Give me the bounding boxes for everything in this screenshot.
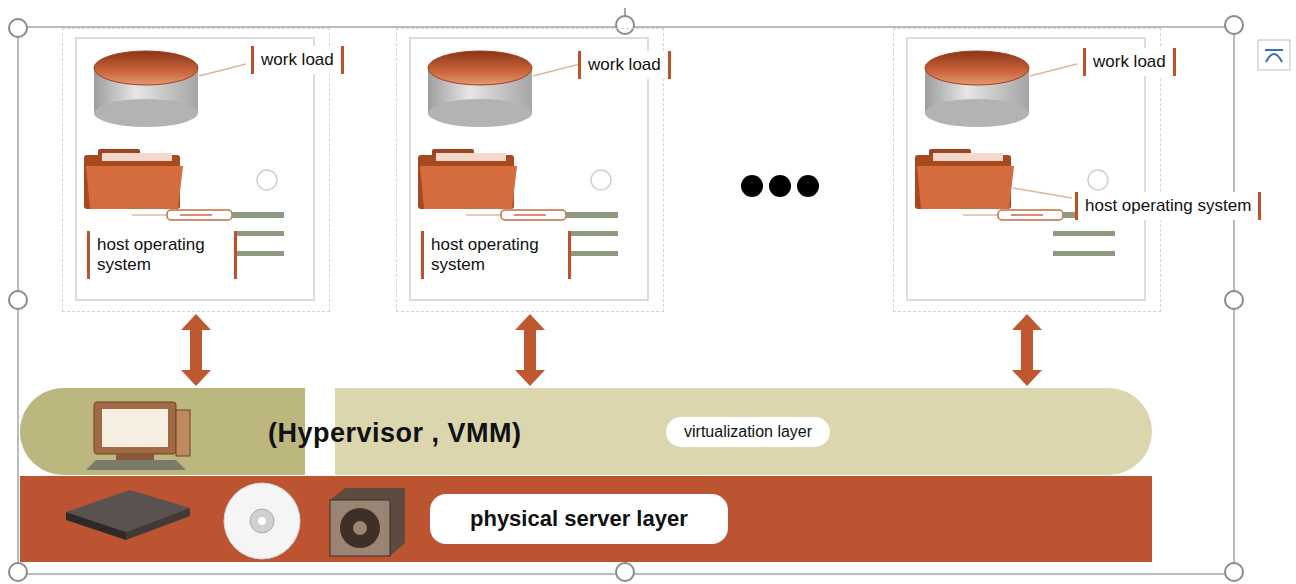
double-arrow xyxy=(1012,314,1042,386)
virtual-machine-box: work loadhost operating system xyxy=(396,28,664,312)
os-callout: host operating system xyxy=(1075,192,1261,220)
hypervisor-band: (Hypervisor , VMM) virtualization layer xyxy=(20,388,1152,475)
workload-callout: work load xyxy=(1083,48,1176,76)
os-callout: host operating system xyxy=(87,231,237,279)
double-arrow xyxy=(515,314,545,386)
double-arrow xyxy=(181,314,211,386)
os-callout: host operating system xyxy=(421,231,571,279)
workload-callout: work load xyxy=(578,51,671,79)
layer-label: virtualization layer xyxy=(666,417,830,447)
workload-callout: work load xyxy=(251,46,344,74)
hypervisor-title: (Hypervisor , VMM) xyxy=(268,418,522,449)
layer-label: physical server layer xyxy=(430,494,728,544)
virtual-machine-box: work loadhost operating system xyxy=(893,28,1161,312)
physical-band: physical server layer xyxy=(20,476,1152,562)
virtual-machine-box: work loadhost operating system xyxy=(62,28,330,312)
